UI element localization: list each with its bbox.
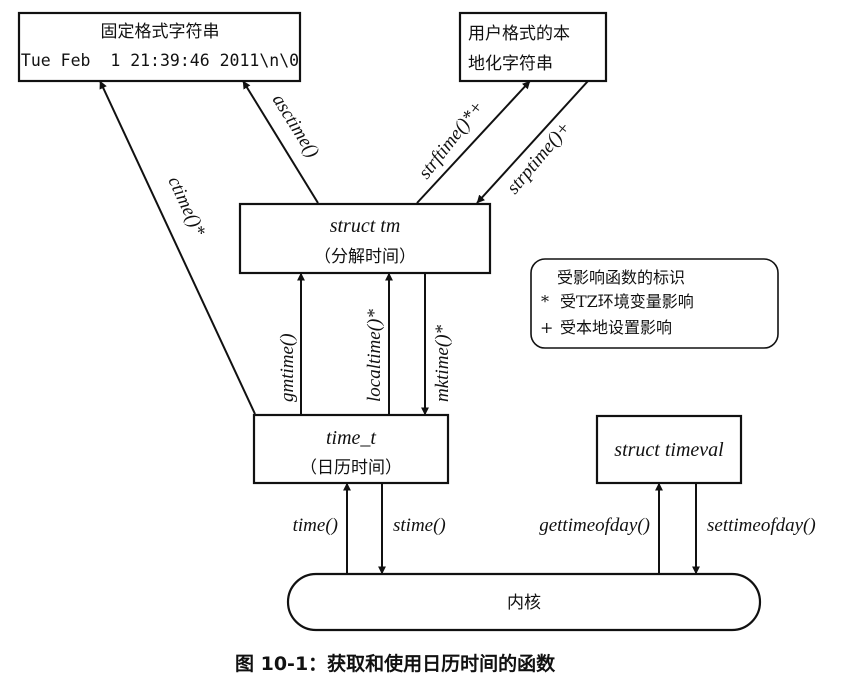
struct-tm-subtitle: （分解时间） — [314, 247, 416, 267]
strftime-arrow — [416, 80, 531, 204]
localized-string-line1: 用户格式的本 — [468, 24, 570, 44]
legend-asterisk-symbol: * — [541, 292, 549, 311]
stime-label: stime() — [393, 515, 446, 536]
time-t-subtitle: （日历时间） — [300, 458, 402, 478]
strftime-label: strftime()*+ — [414, 97, 488, 183]
kernel-title: 内核 — [507, 593, 541, 613]
legend-box: 受影响函数的标识 * 受TZ环境变量影响 + 受本地设置影响 — [530, 258, 779, 349]
struct-tm-title: struct tm — [330, 215, 401, 237]
legend-asterisk-text: 受TZ环境变量影响 — [560, 292, 694, 311]
localized-string-node: 用户格式的本 地化字符串 — [458, 11, 608, 83]
legend-plus-symbol: + — [540, 318, 553, 337]
fixed-format-string-title: 固定格式字符串 — [101, 22, 220, 42]
figure-caption: 图 10-1：获取和使用日历时间的函数 — [235, 652, 556, 675]
localtime-label: localtime()* — [364, 309, 385, 402]
fixed-format-string-example: Tue Feb 1 21:39:46 2011\n\0 — [21, 51, 299, 70]
time-t-node: time_t （日历时间） — [252, 413, 450, 485]
strptime-arrow — [476, 80, 589, 204]
struct-timeval-title: struct timeval — [614, 439, 724, 461]
time-t-title: time_t — [326, 427, 376, 449]
asctime-label: asctime() — [268, 91, 323, 162]
legend-title: 受影响函数的标识 — [557, 268, 685, 287]
strptime-label: strptime()+ — [503, 117, 576, 198]
asctime-arrow — [242, 80, 319, 204]
mktime-label: mktime()* — [432, 324, 453, 402]
kernel-node: 内核 — [286, 572, 762, 632]
fixed-format-string-node: 固定格式字符串 Tue Feb 1 21:39:46 2011\n\0 — [17, 11, 302, 83]
legend-plus-text: 受本地设置影响 — [560, 318, 672, 337]
gettimeofday-label: gettimeofday() — [539, 515, 650, 536]
settimeofday-label: settimeofday() — [707, 515, 816, 536]
struct-timeval-node: struct timeval — [595, 414, 743, 485]
time-label: time() — [293, 515, 338, 536]
localized-string-line2: 地化字符串 — [468, 54, 553, 74]
gmtime-label: gmtime() — [277, 333, 298, 402]
struct-tm-node: struct tm （分解时间） — [238, 202, 492, 275]
ctime-arrow — [99, 80, 256, 415]
